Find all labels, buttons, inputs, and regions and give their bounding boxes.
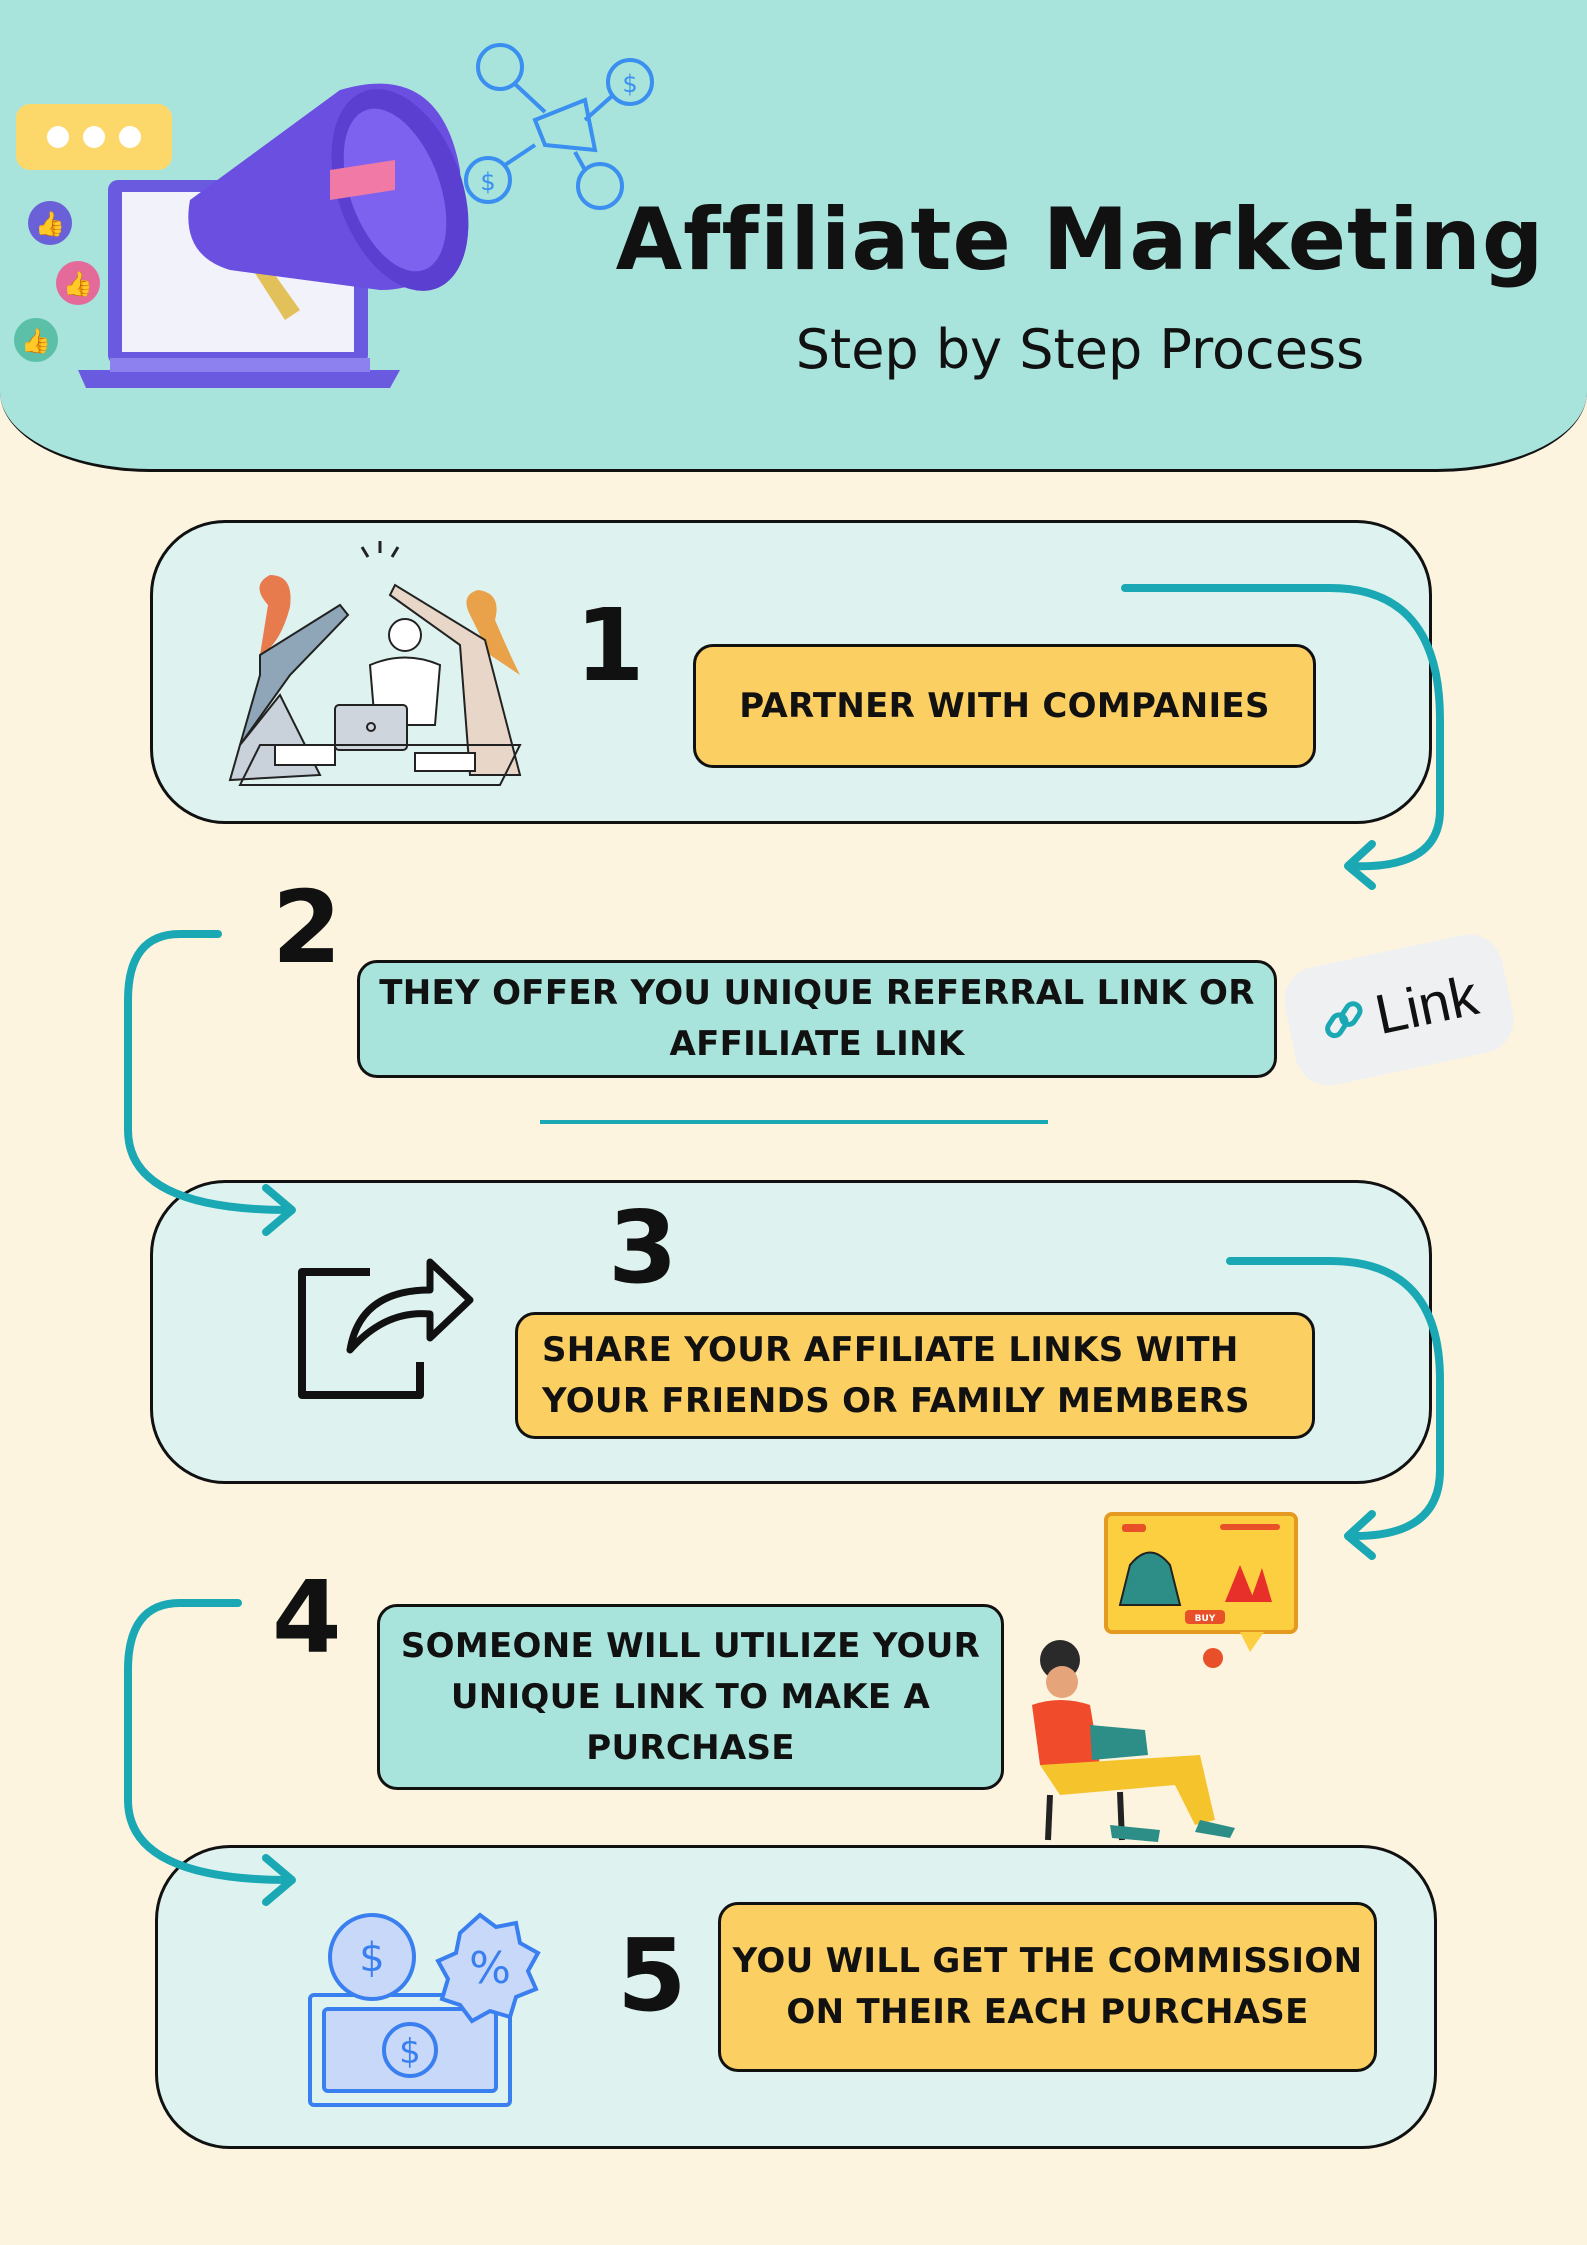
step-2-label: THEY OFFER YOU UNIQUE REFERRAL LINK OR A…: [357, 960, 1277, 1078]
svg-text:👍: 👍: [35, 210, 65, 238]
step-4-number: 4: [272, 1559, 342, 1676]
step-5-label: YOU WILL GET THE COMMISSION ON THEIR EAC…: [718, 1902, 1377, 2072]
svg-text:👍: 👍: [21, 327, 51, 355]
svg-text:👍: 👍: [63, 270, 93, 298]
step-1-number: 1: [575, 587, 645, 704]
share-icon: [298, 1258, 474, 1399]
buy-label: BUY: [1195, 1614, 1216, 1624]
step-2-number: 2: [272, 869, 342, 986]
step-3-number: 3: [608, 1189, 678, 1306]
page-title: Affiliate Marketing: [615, 190, 1545, 290]
arrow-3-to-4: [1226, 1257, 1444, 1541]
megaphone-laptop-icon: 👍 👍 👍 $ $: [14, 43, 654, 388]
money-percent-icon: $ $ %: [308, 1912, 541, 2107]
page-subtitle: Step by Step Process: [795, 318, 1365, 381]
step-4-label: SOMEONE WILL UTILIZE YOUR UNIQUE LINK TO…: [377, 1604, 1004, 1790]
svg-text:$: $: [399, 2032, 421, 2072]
step-5-number: 5: [617, 1917, 687, 2034]
link-chip: Link: [1277, 928, 1521, 1092]
step-3-label: SHARE YOUR AFFILIATE LINKS WITH YOUR FRI…: [515, 1312, 1315, 1439]
svg-text:%: %: [469, 1943, 511, 1994]
svg-text:$: $: [622, 70, 637, 98]
svg-text:$: $: [480, 168, 495, 196]
svg-text:$: $: [359, 1935, 384, 1981]
step-1-label: PARTNER WITH COMPANIES: [693, 644, 1316, 768]
arrow-1-to-2: [1121, 584, 1444, 871]
high-five-team-icon: [228, 541, 522, 786]
link-icon: [1324, 1001, 1363, 1039]
divider-line: [540, 1120, 1048, 1124]
arrow-2-to-3: [124, 930, 294, 1214]
online-shopper-icon: BUY: [1032, 1512, 1298, 1842]
arrow-4-to-5: [124, 1599, 294, 1884]
